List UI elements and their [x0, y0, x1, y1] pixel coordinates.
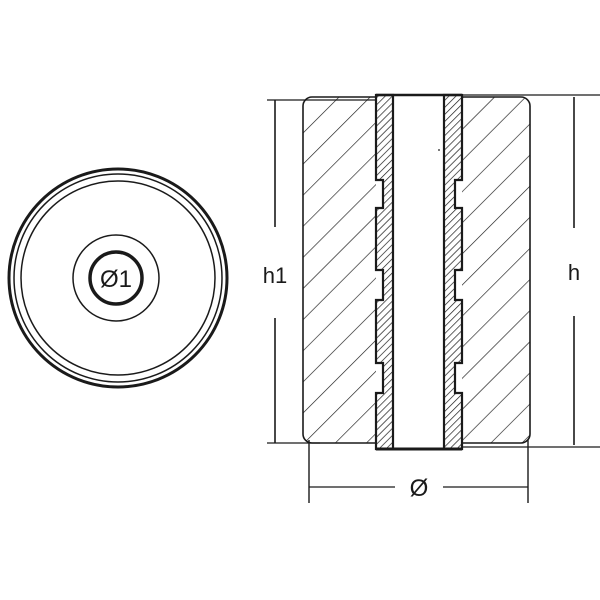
face-circle: [20, 180, 216, 376]
body-right-hatch: [460, 97, 530, 443]
insert-circle: [72, 234, 160, 322]
bore-circle: [88, 250, 144, 306]
body-left-hatch: [303, 97, 378, 443]
sleeve-right: [442, 93, 464, 451]
front-view: Ø1: [7, 167, 229, 389]
h-label: h: [568, 260, 580, 285]
diameter-label: Ø: [410, 475, 429, 502]
outer-rim-circle: [7, 167, 229, 389]
dimensions: h1 h Ø: [263, 94, 600, 503]
rim-inner-circle: [13, 173, 223, 383]
section-view: [302, 93, 531, 451]
bore-diameter-label: Ø1: [100, 266, 132, 293]
h1-label: h1: [263, 263, 287, 288]
